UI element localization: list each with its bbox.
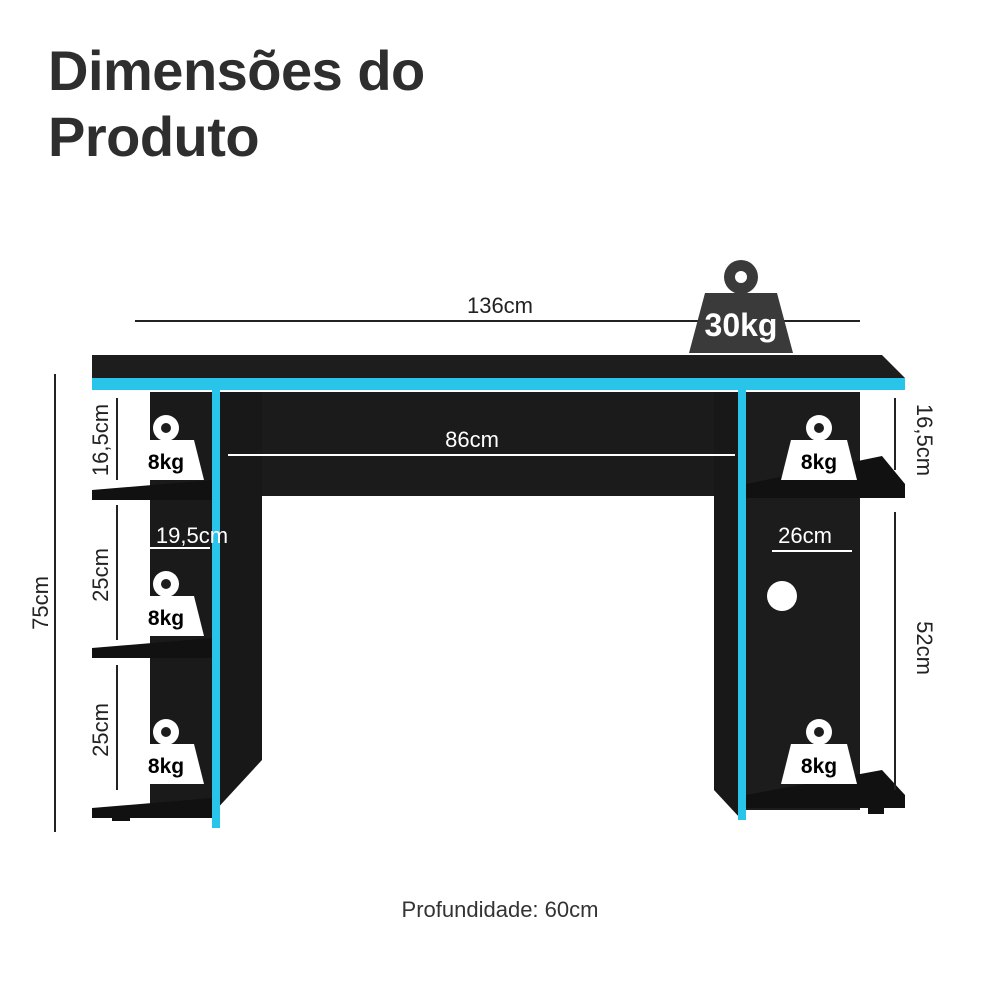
left-mid-gap-label: 25cm	[88, 548, 113, 602]
right-foot	[868, 806, 884, 814]
weight-left-top-label: 8kg	[148, 451, 184, 474]
weight-desktop-label: 30kg	[705, 307, 778, 343]
right-lower-gap-label: 52cm	[912, 621, 937, 675]
desk	[92, 355, 905, 828]
left-shelf-1	[92, 480, 212, 500]
left-shelf-width-label: 19,5cm	[156, 523, 228, 548]
page-title: Dimensões do Produto	[48, 38, 425, 170]
left-top-gap-label: 16,5cm	[88, 404, 113, 476]
desk-top	[92, 355, 905, 378]
height-total-label: 75cm	[28, 576, 53, 630]
right-shelf-2	[746, 770, 905, 808]
width-total-label: 136cm	[467, 293, 533, 318]
left-panel	[214, 392, 262, 812]
left-shelf-2	[92, 638, 212, 658]
right-panel	[714, 392, 740, 818]
weight-left-mid-label: 8kg	[148, 607, 184, 630]
weight-left-bottom-label: 8kg	[148, 755, 184, 778]
dimension-lines	[54, 320, 896, 832]
title-line-1: Dimensões do	[48, 39, 425, 102]
weight-icon	[689, 260, 793, 353]
weight-right-bottom-label: 8kg	[801, 755, 837, 778]
center-opening-label: 86cm	[445, 427, 499, 452]
left-bottom-gap-label: 25cm	[88, 703, 113, 757]
back-panel	[220, 392, 740, 496]
left-shelf-3	[92, 798, 212, 818]
right-shelf-width-label: 26cm	[778, 523, 832, 548]
desk-top-edge	[92, 378, 905, 390]
title-line-2: Produto	[48, 105, 260, 168]
depth-label: Profundidade: 60cm	[401, 897, 599, 922]
right-panel-edge	[738, 390, 746, 820]
right-top-gap-label: 16,5cm	[912, 404, 937, 476]
left-panel-edge	[212, 390, 220, 828]
left-foot	[112, 815, 130, 821]
weight-right-top-label: 8kg	[801, 451, 837, 474]
cable-hole	[767, 581, 797, 611]
